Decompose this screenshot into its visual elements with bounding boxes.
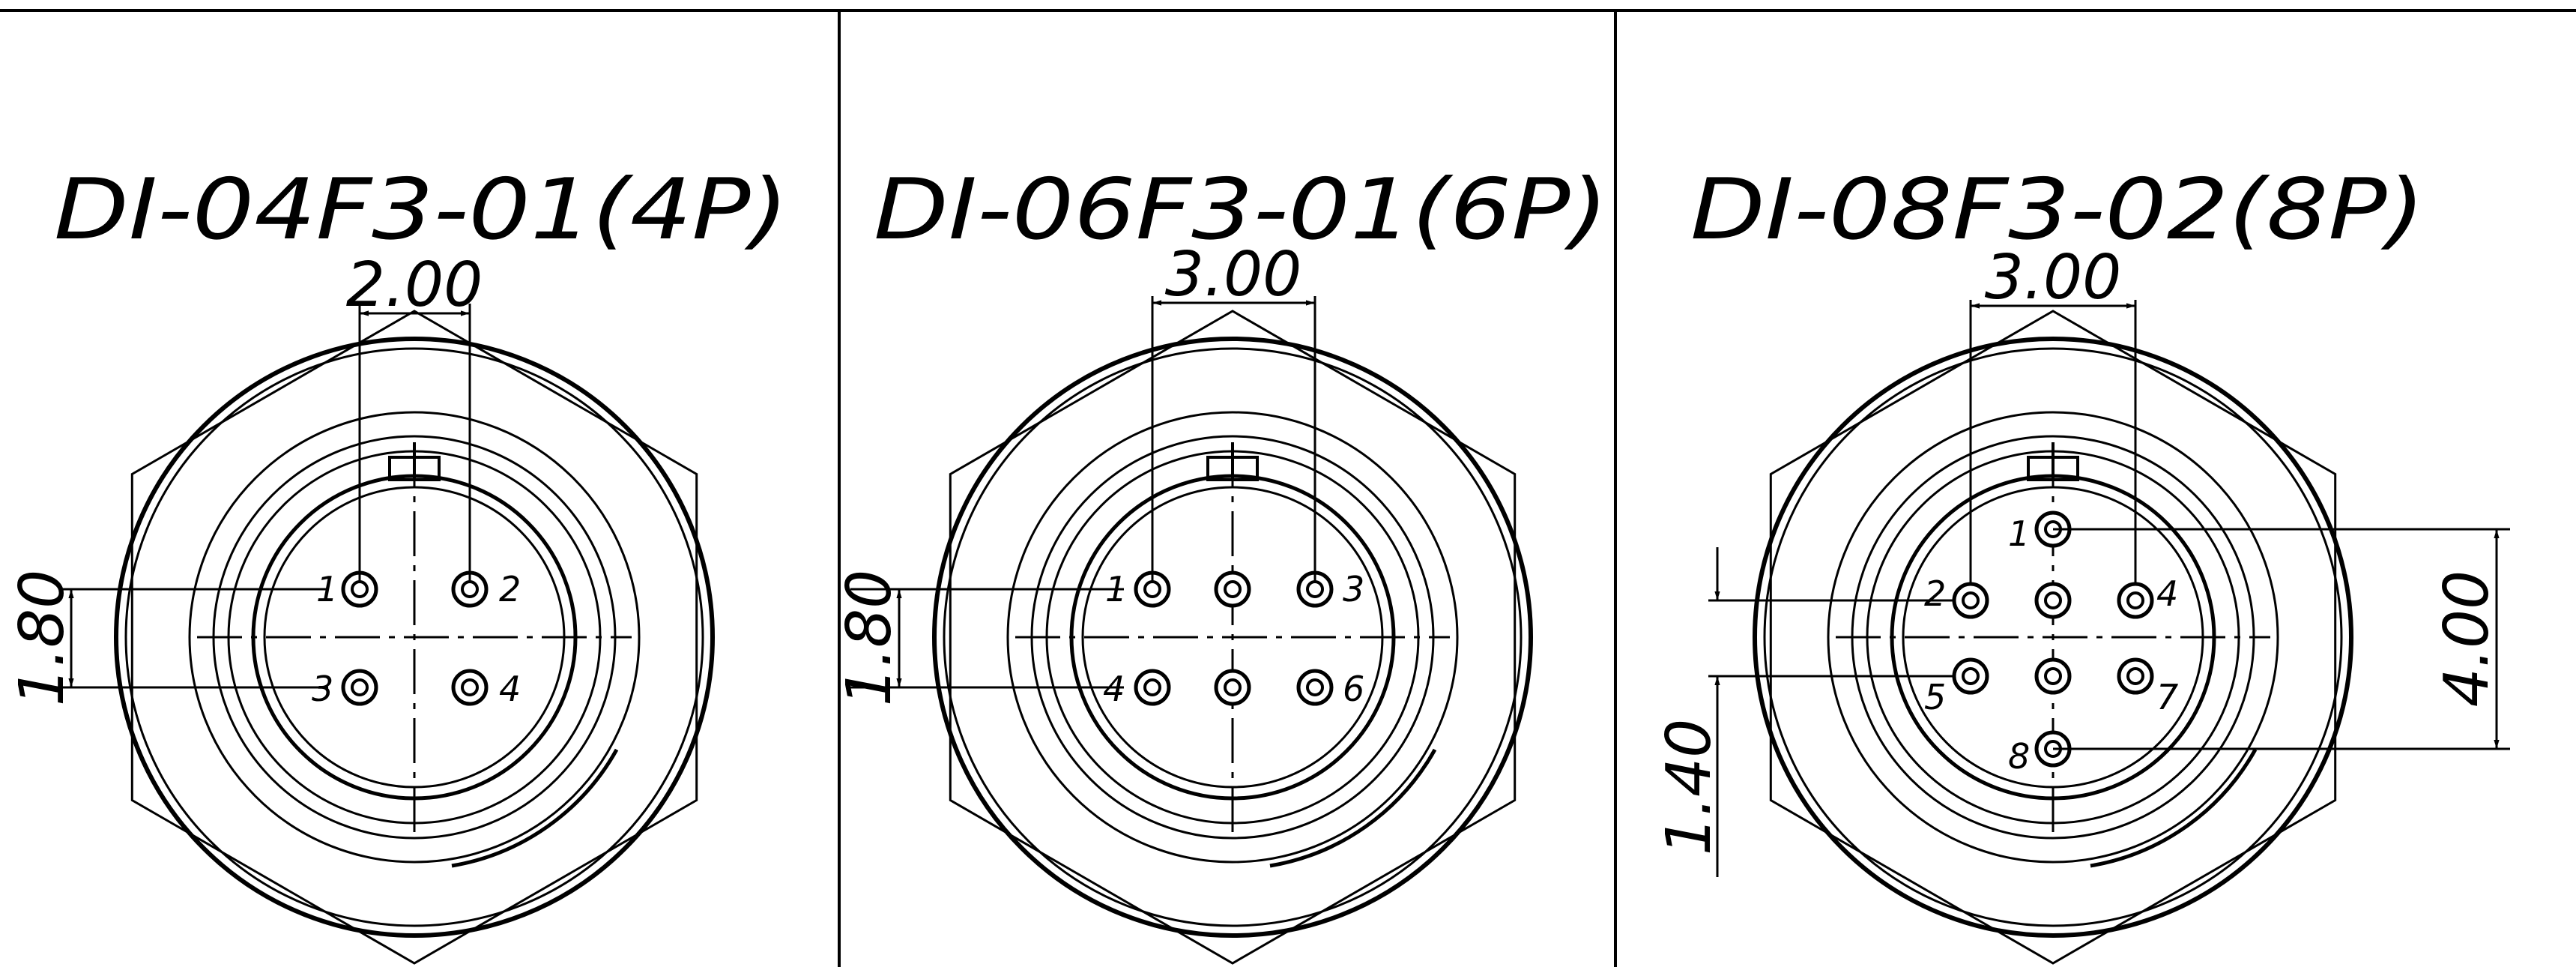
pin-contact — [1296, 669, 1334, 706]
panel-1-pin-label-1: 1 — [316, 569, 338, 609]
connector-ring-2 — [1763, 347, 2343, 927]
pin-core — [351, 678, 369, 696]
connector-ring-1 — [114, 337, 715, 938]
panel-1-pin-label-3: 3 — [312, 669, 333, 709]
connector-ring-1 — [1753, 337, 2353, 938]
drawing-frame — [0, 9, 2576, 967]
pin-core — [2126, 591, 2144, 609]
panel-2-pin-label-3: 3 — [1343, 569, 1364, 609]
connector-arc — [1269, 748, 1437, 868]
panel-2-dimension-vertical: 1.80 — [834, 570, 905, 707]
pin-contact — [2117, 582, 2154, 619]
pin-core — [2044, 667, 2062, 685]
pin-contact — [1214, 570, 1251, 608]
connector-ring-2 — [943, 347, 1523, 927]
nut-hexagon — [130, 310, 698, 965]
panel-1-dimension-horizontal: 2.00 — [346, 250, 483, 321]
pin-core — [461, 678, 479, 696]
pin-core — [2126, 667, 2144, 685]
nut-hexagon — [1769, 310, 2337, 965]
panel-3-title: DI-08F3-02(8P) — [1690, 161, 2425, 259]
connector-ring-3 — [1006, 411, 1459, 864]
pin-contact — [1952, 582, 1989, 619]
connector-ring-2 — [124, 347, 704, 927]
pin-contact — [451, 669, 489, 706]
panel-3-pin-label-5: 5 — [1924, 677, 1946, 717]
panel-3-pin-label-7: 7 — [2156, 677, 2178, 717]
pin-contact — [341, 669, 378, 706]
pin-core — [2044, 591, 2062, 609]
pin-core — [1306, 678, 1324, 696]
nut-hexagon — [949, 310, 1517, 965]
connector-3-face — [1753, 310, 2353, 965]
panel-3-dimension-vertical-right: 4.00 — [2431, 570, 2503, 708]
pin-contact — [1134, 669, 1171, 706]
connector-ring-3 — [1827, 411, 2279, 864]
pin-contact — [2117, 657, 2154, 695]
panel-1-pin-label-4: 4 — [499, 669, 521, 709]
pin-contact — [2034, 582, 2072, 619]
panel-3-pin-label-1: 1 — [2008, 513, 2030, 554]
pin-contact — [2034, 657, 2072, 695]
panel-3-pin-label-2: 2 — [1924, 573, 1946, 614]
pin-core — [1224, 580, 1242, 598]
connector-ring-1 — [932, 337, 1533, 938]
connector-3-dimensions — [1708, 300, 2510, 877]
pin-core — [1962, 667, 1980, 685]
panel-2-dimension-horizontal: 3.00 — [1165, 239, 1302, 310]
connector-1-dimensions — [61, 304, 471, 689]
connector-arc — [2090, 748, 2258, 868]
pin-core — [1224, 678, 1242, 696]
connector-ring-3 — [188, 411, 641, 864]
panel-2-pin-label-1: 1 — [1105, 569, 1127, 609]
panel-2-pin-label-6: 6 — [1343, 669, 1364, 709]
panel-3-pin-label-4: 4 — [2156, 573, 2178, 614]
pin-core — [1962, 591, 1980, 609]
connector-1-face — [114, 310, 715, 965]
pin-core — [1143, 678, 1161, 696]
panel-1-dimension-vertical: 1.80 — [7, 570, 78, 707]
panel-3-dimension-vertical-left: 1.40 — [1654, 719, 1725, 856]
pin-contact — [1214, 669, 1251, 706]
connector-arc — [451, 748, 619, 868]
panel-2-title: DI-06F3-01(6P) — [874, 161, 1608, 259]
panel-1-pin-label-2: 2 — [499, 569, 521, 609]
panel-2-pin-label-4: 4 — [1103, 669, 1125, 709]
connector-2-dimensions — [850, 296, 1316, 689]
panel-1-title: DI-04F3-01(4P) — [54, 161, 788, 259]
connector-2-face — [932, 310, 1533, 965]
panel-3-pin-label-8: 8 — [2008, 736, 2030, 777]
pin-contact — [1952, 657, 1989, 695]
panel-3-dimension-horizontal: 3.00 — [1985, 242, 2122, 313]
